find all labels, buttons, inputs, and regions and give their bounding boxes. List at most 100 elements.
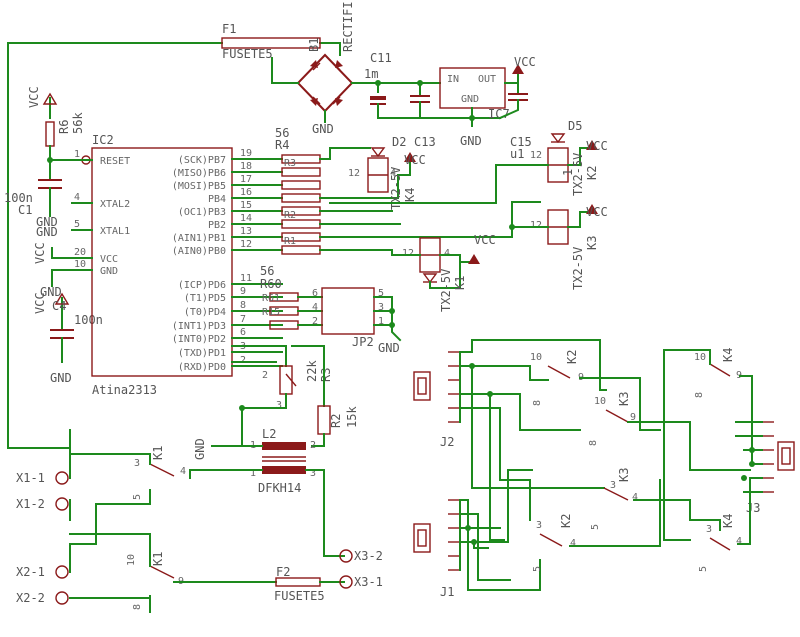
- r6: [45, 121, 55, 147]
- gnd-jp2: GND: [378, 341, 400, 355]
- k1-pin4: 4: [444, 248, 450, 259]
- r-top-val: 56: [275, 126, 289, 140]
- terminal-x3-1[interactable]: [339, 575, 353, 589]
- k2u-p10: 10: [530, 352, 542, 363]
- terminal-x1-1[interactable]: [55, 471, 69, 485]
- relay-k4: D2 C13 12 4 VCC TX2-5V K4: [348, 135, 436, 210]
- ic2-right-pin-num: 18: [240, 161, 252, 172]
- ic2-right-pin-name: (AIN1)PB1: [172, 233, 226, 244]
- k3l-p3: 3: [610, 480, 616, 491]
- ic2-left-pin-name: RESET: [100, 156, 130, 167]
- jp2-p1: 1: [378, 316, 384, 327]
- ic2-left-pin-name: GND: [100, 266, 118, 277]
- terminal-x2-1[interactable]: [55, 565, 69, 579]
- k3-tx2-label: TX2-5V: [571, 247, 585, 290]
- rectifier-label: RECTIFI: [341, 1, 355, 52]
- ic2-atina2313: IC2 Atina2313 1RESET4XTAL25XTAL120VCC10G…: [71, 133, 283, 397]
- k2l-p4: 4: [570, 538, 576, 549]
- ic2-ref: IC2: [92, 133, 114, 147]
- ic2-right-pin-name: (SCK)PB7: [178, 155, 226, 166]
- terminal-x1-2[interactable]: [55, 497, 69, 511]
- ic2-left-pin-num: 20: [74, 247, 86, 258]
- f2-label: F2: [276, 565, 290, 579]
- f1-label: F1: [222, 22, 236, 36]
- x21-label: X2-1: [16, 565, 45, 579]
- k1c-label: K1: [151, 446, 165, 460]
- ic2-name: Atina2313: [92, 383, 157, 397]
- c4-value: 100n: [74, 313, 103, 327]
- pot-p2: 2: [262, 370, 268, 381]
- resistor-array-mid: 56 R60 R61 R15 6 4 2 5 3 1 JP2 GND: [260, 264, 402, 355]
- k1d-p10: 10: [126, 554, 137, 566]
- r2-label: R2: [329, 414, 343, 428]
- r-mid-ref: R60: [260, 277, 282, 291]
- b1-label: B1: [307, 38, 321, 52]
- k4u-label: K4: [721, 348, 735, 362]
- r-top-ref: R4: [275, 138, 289, 152]
- k4u-p8: 8: [694, 392, 705, 398]
- ic2-right-pin-num: 6: [240, 327, 246, 338]
- ic2-left-pin-name: VCC: [100, 254, 118, 265]
- k2l-label: K2: [559, 514, 573, 528]
- r6-value: 56k: [71, 112, 85, 134]
- terminal-x3-2[interactable]: [339, 549, 353, 563]
- ic2-left-pin-name: XTAL1: [100, 226, 130, 237]
- r6-label: R6: [57, 120, 71, 134]
- reg-gnd-label: GND: [461, 94, 479, 105]
- k1-tx2-label: TX2-5V: [439, 269, 453, 312]
- d2-label: D2: [392, 135, 406, 149]
- k1-label: K1: [453, 276, 467, 290]
- d5-label: D5: [568, 119, 582, 133]
- ic2-right-pin-name: (ICP)PD6: [178, 280, 226, 291]
- vcc-reg: VCC: [514, 55, 536, 69]
- k1c-p4: 4: [180, 466, 186, 477]
- k3l-label: K3: [617, 468, 631, 482]
- k2-tx2-label: TX2-5V: [571, 153, 585, 196]
- ic2-right-pin-name: (RXD)PD0: [178, 362, 226, 373]
- k2l-p5: 5: [590, 524, 601, 530]
- c11-label: C11: [370, 51, 392, 65]
- k1d-label: K1: [151, 552, 165, 566]
- ic2-right-pin-name: PB2: [208, 220, 226, 231]
- ic2-right-pin-num: 16: [240, 187, 252, 198]
- vcc-c4: VCC: [33, 292, 47, 314]
- k4-pin4: 4: [390, 168, 396, 179]
- jp2-p6: 6: [312, 288, 318, 299]
- r-top-r2: R2: [284, 210, 296, 221]
- r-mid-r15: R15: [262, 307, 280, 318]
- bridge-rectifier: [296, 53, 354, 113]
- ic2-right-pin-num: 17: [240, 174, 252, 185]
- jp2-p2: 2: [312, 316, 318, 327]
- c15-value: u1: [510, 147, 524, 161]
- output-network: J2 J1 J3: [413, 339, 795, 599]
- ic2-left-pin-num: 4: [74, 192, 80, 203]
- reg-out-label: OUT: [478, 74, 496, 85]
- k4l-label: K4: [721, 514, 735, 528]
- k4l-p5: 5: [698, 566, 709, 572]
- ic2-right-pin-num: 2: [240, 355, 246, 366]
- k2l-p5b: 5: [532, 566, 543, 572]
- vcc-k2: VCC: [586, 139, 608, 153]
- r2-value: 15k: [345, 406, 359, 428]
- k4l-p4: 4: [736, 536, 742, 547]
- r-mid-val: 56: [260, 264, 274, 278]
- ic2-right-pin-num: 14: [240, 213, 252, 224]
- ic2-left-pin-name: XTAL2: [100, 199, 130, 210]
- r-top-r1: R1: [284, 236, 296, 247]
- x12-label: X1-2: [16, 497, 45, 511]
- relay-k1: 12 4 VCC TX2-5V K1: [391, 233, 496, 312]
- terminal-x2-2[interactable]: [55, 591, 69, 605]
- pot-p3: 3: [276, 400, 282, 411]
- l2-p1b: 1: [250, 468, 256, 479]
- ic2-left-pin-num: 5: [74, 219, 80, 230]
- j2-connector: [413, 371, 431, 401]
- ic2-right-pin-num: 13: [240, 226, 252, 237]
- k1-contacts: 3 4 K1 5 10 9 K1 8 X1-1 X1-2 X2-1 X2-2 F…: [16, 429, 383, 613]
- ic2-left-pin-num: 1: [74, 149, 80, 160]
- ic2-right-pin-name: (AIN0)PB0: [172, 246, 226, 257]
- choke-l2: L2 1 2 1 3 DFKH14 GND: [189, 427, 345, 557]
- ic2-right-pin-num: 7: [240, 314, 246, 325]
- ic2-right-pin-name: (INT0)PD2: [172, 334, 226, 345]
- r3-label: R3: [319, 368, 333, 382]
